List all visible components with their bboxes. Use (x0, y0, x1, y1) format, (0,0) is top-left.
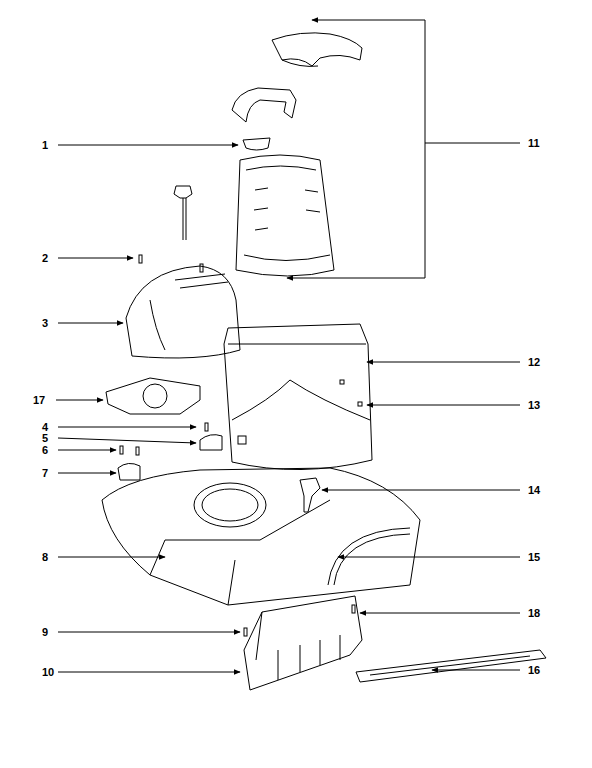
callout-number: 14 (527, 484, 541, 496)
leader-lines (56, 20, 520, 672)
callout-number: 13 (527, 399, 541, 411)
callout-number: 2 (41, 252, 49, 264)
callout-number: 11 (527, 137, 541, 149)
callout-number: 8 (41, 551, 49, 563)
callout-number: 6 (41, 444, 49, 456)
callout-number: 15 (527, 551, 541, 563)
callout-number: 16 (527, 664, 541, 676)
callout-number: 17 (32, 394, 46, 406)
callout-number: 12 (527, 356, 541, 368)
callout-number: 18 (527, 607, 541, 619)
callout-number: 10 (41, 666, 55, 678)
callout-number: 1 (41, 139, 49, 151)
callout-number: 3 (41, 317, 49, 329)
callout-number: 5 (41, 432, 49, 444)
callout-number: 7 (41, 467, 49, 479)
callout-number: 9 (41, 626, 49, 638)
